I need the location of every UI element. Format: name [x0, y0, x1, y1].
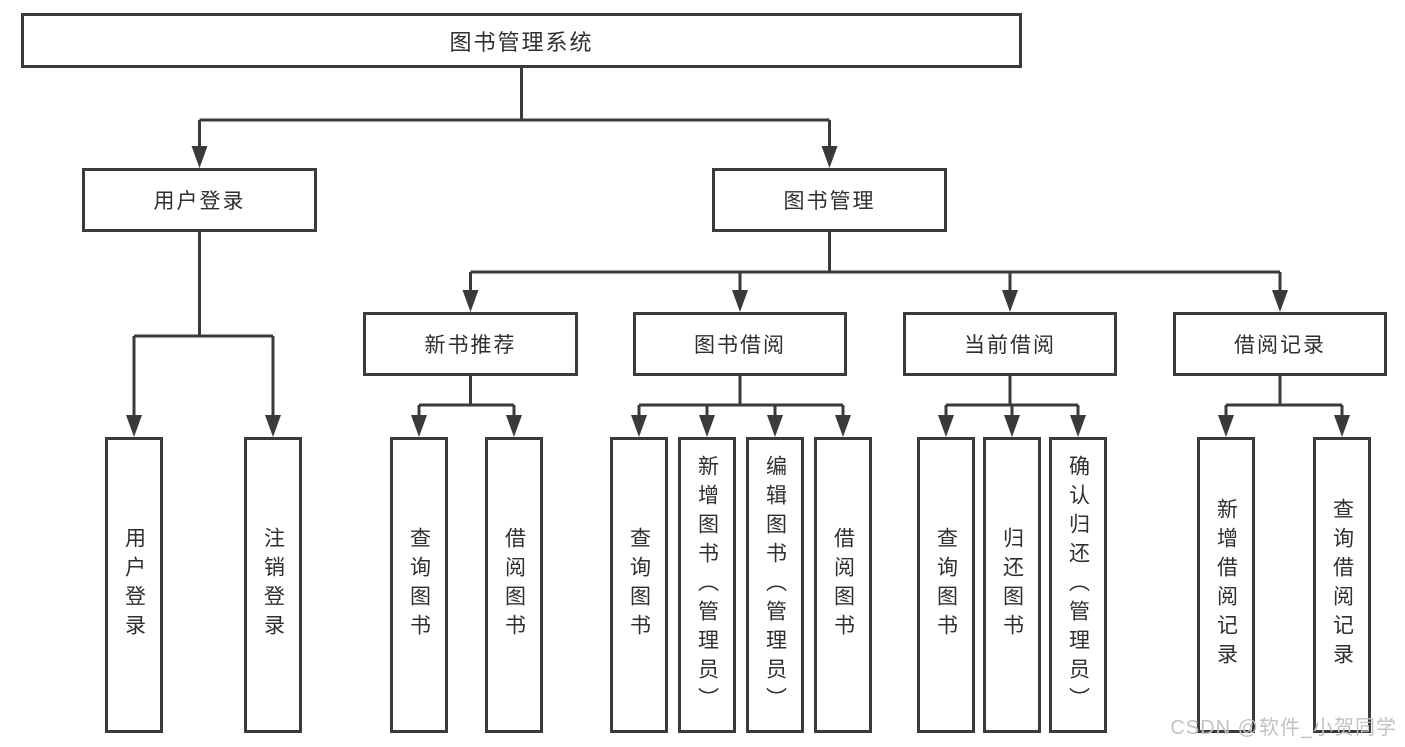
arrowhead: [732, 290, 748, 312]
leaf-borrow-books-borrow: 借阅图书: [814, 437, 872, 733]
arrowhead: [631, 415, 647, 437]
leaf-logout-label: 注销登录: [261, 527, 285, 643]
arrowhead: [411, 415, 427, 437]
leaf-confirm-return-admin: 确认归还（管理员）: [1049, 437, 1107, 733]
node-new-book-recommend: 新书推荐: [363, 312, 578, 376]
leaf-user-login-label: 用户登录: [122, 527, 146, 643]
leaf-return-book-label: 归还图书: [1000, 527, 1024, 643]
leaf-query-books-current-label: 查询图书: [934, 527, 958, 643]
connector-user-login-to-leaves: [132, 232, 275, 429]
leaf-return-book: 归还图书: [983, 437, 1041, 733]
arrowhead: [1070, 415, 1086, 437]
node-book-management-label: 图书管理: [783, 190, 876, 213]
arrowhead: [1002, 290, 1018, 312]
node-book-management: 图书管理: [712, 168, 947, 232]
arrowhead: [1272, 290, 1288, 312]
node-current-borrow: 当前借阅: [903, 312, 1117, 376]
arrowhead: [126, 415, 142, 437]
arrowhead: [462, 290, 479, 312]
arrowhead: [1004, 415, 1020, 437]
leaf-add-book-admin: 新增图书（管理员）: [678, 437, 736, 733]
arrowhead: [767, 415, 783, 437]
node-root: 图书管理系统: [21, 13, 1022, 68]
leaf-edit-book-admin: 编辑图书（管理员）: [746, 437, 804, 733]
leaf-add-book-admin-label: 新增图书（管理员）: [695, 454, 719, 716]
connector-borrow-to-leaves: [637, 376, 845, 429]
leaf-query-books-current: 查询图书: [917, 437, 975, 733]
arrowhead: [835, 415, 851, 437]
node-borrow-records-label: 借阅记录: [1234, 334, 1326, 357]
node-current-borrow-label: 当前借阅: [964, 334, 1056, 357]
leaf-query-books-borrow: 查询图书: [610, 437, 668, 733]
connector-new-book-to-leaves: [417, 376, 516, 429]
leaf-query-books-recommend-label: 查询图书: [407, 527, 431, 643]
arrowhead: [1334, 415, 1350, 437]
node-root-label: 图书管理系统: [449, 29, 594, 55]
leaf-edit-book-admin-label: 编辑图书（管理员）: [763, 454, 787, 716]
node-book-borrow-label: 图书借阅: [694, 334, 786, 357]
node-new-book-recommend-label: 新书推荐: [424, 334, 517, 357]
arrowhead: [191, 146, 208, 168]
leaf-query-borrow-record-label: 查询借阅记录: [1330, 498, 1354, 672]
leaf-query-books-recommend: 查询图书: [390, 437, 448, 733]
leaf-confirm-return-admin-label: 确认归还（管理员）: [1066, 454, 1090, 716]
watermark: CSDN @软件_小贺同学: [1170, 717, 1397, 739]
leaf-query-borrow-record: 查询借阅记录: [1313, 437, 1371, 733]
arrowhead: [506, 415, 522, 437]
leaf-borrow-books-borrow-label: 借阅图书: [831, 527, 855, 643]
leaf-query-books-borrow-label: 查询图书: [627, 527, 651, 643]
connector-records-to-leaves: [1224, 376, 1344, 429]
leaf-borrow-books-recommend-label: 借阅图书: [502, 527, 526, 643]
leaf-logout: 注销登录: [244, 437, 302, 733]
leaf-add-borrow-record-label: 新增借阅记录: [1214, 498, 1238, 672]
connector-root-to-level1: [198, 68, 831, 160]
arrowhead: [938, 415, 954, 437]
node-user-login: 用户登录: [82, 168, 317, 232]
arrowhead: [821, 146, 838, 168]
node-user-login-label: 用户登录: [153, 190, 246, 213]
leaf-add-borrow-record: 新增借阅记录: [1197, 437, 1255, 733]
arrowhead: [1218, 415, 1234, 437]
arrowhead: [265, 415, 281, 437]
leaf-borrow-books-recommend: 借阅图书: [485, 437, 543, 733]
node-borrow-records: 借阅记录: [1173, 312, 1387, 376]
arrowhead: [699, 415, 715, 437]
leaf-user-login: 用户登录: [105, 437, 163, 733]
connector-book-mgmt-to-level2: [469, 232, 1282, 304]
node-book-borrow: 图书借阅: [633, 312, 847, 376]
